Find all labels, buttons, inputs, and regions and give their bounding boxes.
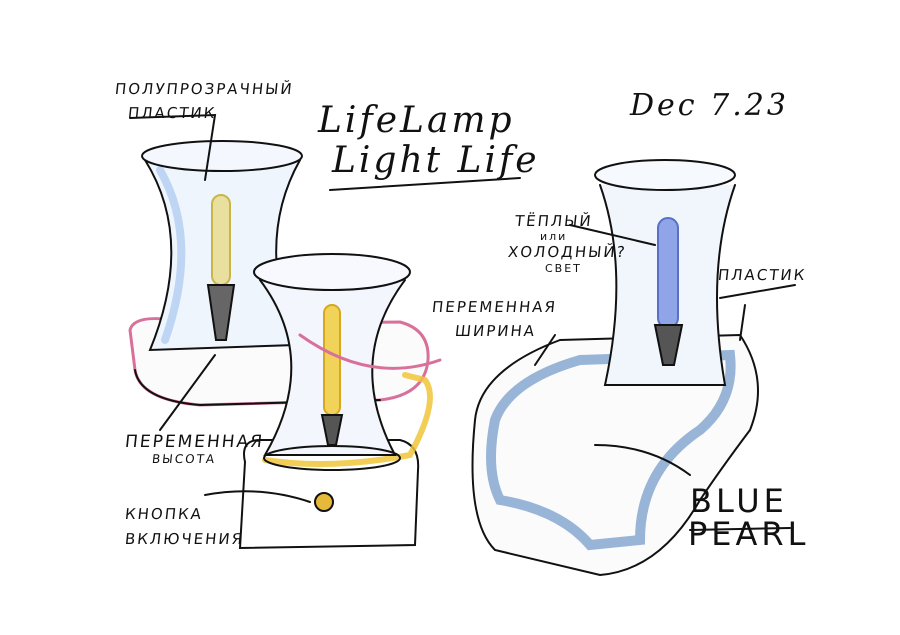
date: Dec 7.23 xyxy=(630,88,789,123)
label-name-1: BLUE xyxy=(690,482,788,520)
label-light: СВЕТ xyxy=(545,262,582,275)
label-var-height-1: ПЕРЕМЕННАЯ xyxy=(123,432,265,452)
lamp-sketch-right xyxy=(471,159,796,577)
label-var-height-2: ВЫСОТА xyxy=(151,452,217,466)
lamp-sketch-middle xyxy=(204,253,442,550)
label-warm: ТЁПЛЫЙ xyxy=(514,212,594,230)
label-var-width-2: ШИРИНА xyxy=(454,322,538,340)
label-cold: ХОЛОДНЫЙ? xyxy=(507,243,628,261)
label-translucent-2: ПЛАСТИК xyxy=(127,104,218,122)
title-line1: LifeLamp xyxy=(318,100,515,141)
label-var-width-1: ПЕРЕМЕННАЯ xyxy=(431,298,558,316)
title-line2: Light Life xyxy=(332,140,540,181)
label-button-2: ВКЛЮЧЕНИЯ xyxy=(124,530,246,548)
label-name-2: PEARL xyxy=(688,515,810,553)
label-button-1: КНОПКА xyxy=(124,505,204,523)
label-plastic: ПЛАСТИК xyxy=(717,266,808,284)
title-underline xyxy=(329,177,521,191)
label-translucent-1: ПОЛУПРОЗРАЧНЫЙ xyxy=(114,80,295,98)
label-or: или xyxy=(540,230,568,243)
